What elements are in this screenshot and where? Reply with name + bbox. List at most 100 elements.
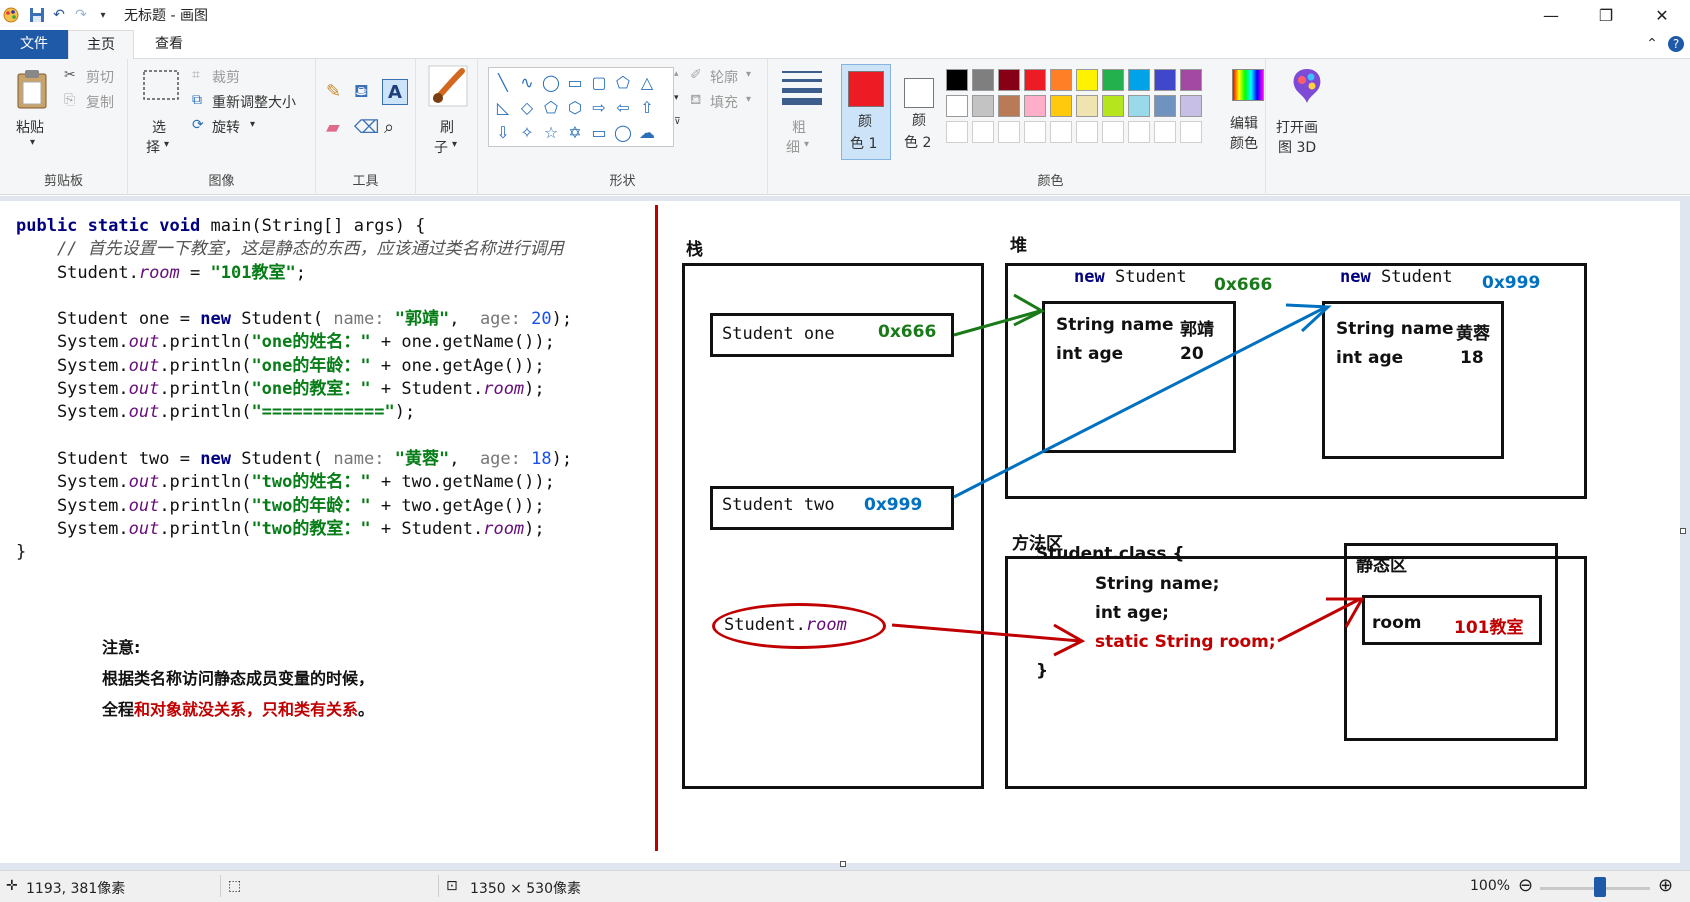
drawing-canvas[interactable]: public static void main(String[] args) {… [0,201,1680,863]
color1-button[interactable]: 颜 色 1 [841,64,891,160]
color-swatch[interactable] [1076,69,1098,91]
custom-color-swatch[interactable] [946,121,968,143]
pencil-icon[interactable]: ✎ [326,81,342,102]
canvas-resize-handle-bottom[interactable] [840,861,846,867]
tab-view[interactable]: 查看 [155,36,183,52]
undo-icon[interactable]: ↶ [53,7,65,23]
restore-button[interactable]: ❐ [1598,5,1614,25]
magnifier-icon[interactable]: ⌕ [384,117,395,138]
color-swatch[interactable] [1102,69,1124,91]
color-swatch[interactable] [1050,95,1072,117]
rounded-rectangle-shape-icon[interactable]: ▢ [591,72,607,92]
custom-color-swatch[interactable] [1154,121,1176,143]
crop-button[interactable]: 裁剪 [212,70,240,86]
custom-color-swatch[interactable] [1050,121,1072,143]
shapes-expand-icon[interactable]: ⊽ [674,117,681,127]
shapes-scroll-up-icon[interactable]: ▴ [674,69,679,79]
brush-button[interactable]: 刷 [440,120,454,136]
six-point-star-shape-icon[interactable]: ✡ [568,122,582,142]
custom-color-swatch[interactable] [972,121,994,143]
custom-color-swatch[interactable] [1024,121,1046,143]
resize-button[interactable]: 重新调整大小 [212,95,296,111]
text-tool-icon[interactable]: A [382,79,408,105]
size-button[interactable]: 粗 [792,120,806,136]
canvas-resize-handle-right[interactable] [1680,528,1686,534]
paint3d-button[interactable]: 打开画 [1276,120,1318,136]
color-swatch[interactable] [946,95,968,117]
color-swatch[interactable] [1076,95,1098,117]
paste-icon[interactable] [16,69,48,114]
color-swatch[interactable] [1128,95,1150,117]
four-point-star-shape-icon[interactable]: ✧ [520,122,534,142]
custom-color-swatch[interactable] [1076,121,1098,143]
zoom-slider-thumb[interactable] [1594,877,1606,897]
size-dropdown-icon[interactable]: ▾ [804,139,810,150]
fill-button[interactable]: 填充 [710,95,738,111]
copy-button[interactable]: 复制 [86,95,114,111]
paste-button[interactable]: 粘贴 [16,120,44,136]
rotate-dropdown-icon[interactable]: ▾ [250,119,256,130]
color-swatch[interactable] [972,95,994,117]
brush-dropdown-icon[interactable]: ▾ [452,139,458,150]
color-picker-icon[interactable]: ⌫ [354,117,380,138]
down-arrow-shape-icon[interactable]: ⇩ [496,122,510,142]
shapes-scroll-down-icon[interactable]: ▾ [674,93,679,103]
rotate-button[interactable]: 旋转 [212,120,240,136]
oval-shape-icon[interactable]: ◯ [542,72,560,92]
collapse-ribbon-icon[interactable]: ⌃ [1646,36,1658,52]
color-swatch[interactable] [1128,69,1150,91]
customize-qat-icon[interactable]: ▾ [100,9,106,21]
edit-colors-button[interactable]: 编辑 颜色 [1228,67,1268,163]
polygon-shape-icon[interactable]: ⬠ [616,72,630,92]
select-dropdown-icon[interactable]: ▾ [164,139,170,150]
zoom-in-button[interactable]: ⊕ [1658,875,1674,896]
color-swatch[interactable] [972,69,994,91]
right-arrow-shape-icon[interactable]: ⇨ [592,97,606,117]
fill-bucket-icon[interactable]: ⛾ [354,81,369,102]
diamond-shape-icon[interactable]: ◇ [520,97,534,117]
rectangle-shape-icon[interactable]: ▭ [567,72,583,92]
color-swatch[interactable] [1180,69,1202,91]
tab-home[interactable]: 主页 [68,30,134,60]
custom-color-swatch[interactable] [1180,121,1202,143]
zoom-out-button[interactable]: ⊖ [1518,875,1534,896]
color-swatch[interactable] [998,69,1020,91]
color-swatch[interactable] [946,69,968,91]
five-point-star-shape-icon[interactable]: ☆ [543,122,559,142]
color-swatch[interactable] [1024,69,1046,91]
paint3d-icon[interactable] [1290,67,1324,110]
color-swatch[interactable] [1050,69,1072,91]
triangle-shape-icon[interactable]: △ [640,72,654,92]
tab-file[interactable]: 文件 [0,30,68,59]
select-icon[interactable] [142,69,180,106]
right-triangle-shape-icon[interactable]: ◺ [496,97,510,117]
paste-dropdown-icon[interactable]: ▾ [30,137,36,148]
color-swatch[interactable] [1024,95,1046,117]
color-swatch[interactable] [1180,95,1202,117]
pentagon-shape-icon[interactable]: ⬠ [544,97,558,117]
cut-button[interactable]: 剪切 [86,70,114,86]
hexagon-shape-icon[interactable]: ⬡ [568,97,582,117]
cloud-callout-shape-icon[interactable]: ☁ [639,122,655,142]
select-button[interactable]: 选 [152,120,166,136]
outline-dropdown-icon[interactable]: ▾ [746,69,752,80]
color-swatch[interactable] [1154,69,1176,91]
color-swatch[interactable] [998,95,1020,117]
size-icon[interactable] [780,67,824,112]
save-icon[interactable] [26,4,48,26]
custom-color-swatch[interactable] [1102,121,1124,143]
outline-button[interactable]: 轮廓 [710,70,738,86]
color2-button[interactable]: 颜 色 2 [896,64,946,160]
close-button[interactable]: ✕ [1655,5,1669,25]
minimize-button[interactable]: — [1543,5,1559,25]
left-arrow-shape-icon[interactable]: ⇦ [616,97,630,117]
custom-color-swatch[interactable] [1128,121,1150,143]
help-icon[interactable]: ? [1664,30,1688,59]
line-shape-icon[interactable]: ╲ [498,72,508,92]
oval-callout-shape-icon[interactable]: ◯ [614,122,632,142]
curve-shape-icon[interactable]: ∿ [520,72,534,92]
custom-color-swatch[interactable] [998,121,1020,143]
redo-icon[interactable]: ↷ [75,7,87,23]
brush-icon[interactable] [428,65,468,112]
color-swatch[interactable] [1154,95,1176,117]
